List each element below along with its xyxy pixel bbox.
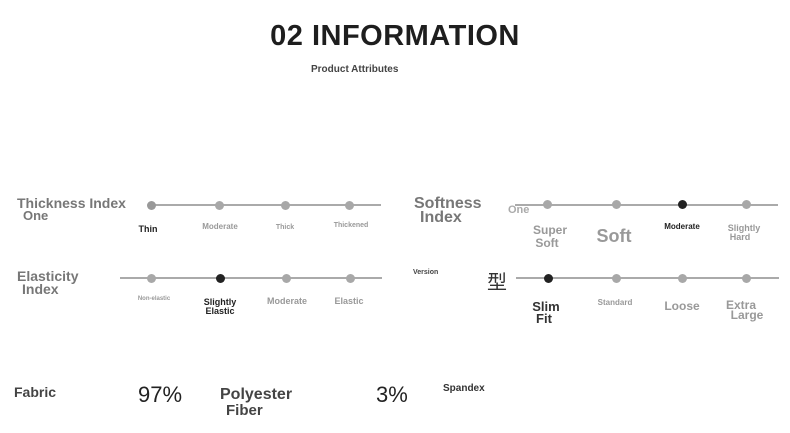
softness-option-super-soft: Soft xyxy=(535,236,559,250)
thickness-option-thick: Thick xyxy=(275,224,295,231)
softness-option-soft: Soft xyxy=(596,226,632,246)
thickness-option-moderate: Moderate xyxy=(202,222,238,231)
softness-option-slightly: Slightly xyxy=(727,223,761,233)
version-glyph: 型 xyxy=(487,270,507,294)
page-title: 02 INFORMATION xyxy=(270,20,520,52)
version-option-extra: Extra xyxy=(725,298,757,312)
version-option-loose: Loose xyxy=(664,299,700,313)
version-dot-loose[interactable] xyxy=(678,274,687,283)
thickness-dot-thick[interactable] xyxy=(281,201,290,210)
elasticity-option-elastic: Elastic xyxy=(334,296,364,306)
version-dot-standard[interactable] xyxy=(612,274,621,283)
fabric-name-polyester: Polyester xyxy=(220,386,293,403)
elasticity-option-non-elastic: Non-elastic xyxy=(137,296,171,302)
version-scale-line xyxy=(516,277,779,279)
softness-dot-slightly-hard[interactable] xyxy=(742,200,751,209)
elasticity-scale-line xyxy=(120,277,382,279)
fabric-name-spandex: Spandex xyxy=(443,383,485,394)
version-option-standard: Standard xyxy=(597,298,633,307)
thickness-dot-thin[interactable] xyxy=(147,201,156,210)
softness-label-sub: Index xyxy=(420,209,462,226)
softness-dot-soft[interactable] xyxy=(612,200,621,209)
thickness-scale-line xyxy=(150,204,381,206)
softness-scale-line xyxy=(515,204,778,206)
elasticity-dot-moderate[interactable] xyxy=(282,274,291,283)
softness-dot-moderate[interactable] xyxy=(678,200,687,209)
fabric-percent-polyester: 97% xyxy=(138,382,183,407)
softness-label: Softness xyxy=(414,195,482,212)
version-dot-slim-fit[interactable] xyxy=(544,274,553,283)
elasticity-dot-elastic[interactable] xyxy=(346,274,355,283)
softness-option-super: Super xyxy=(532,223,567,237)
elasticity-option-moderate: Moderate xyxy=(266,296,307,306)
version-dot-extra-large[interactable] xyxy=(742,274,751,283)
thickness-label-sub: One xyxy=(23,208,49,223)
elasticity-dot-slightly-elastic[interactable] xyxy=(216,274,225,283)
thickness-dot-thickened[interactable] xyxy=(345,201,354,210)
version-option-large: Large xyxy=(730,308,764,322)
elasticity-dot-non-elastic[interactable] xyxy=(147,274,156,283)
softness-dot-super-soft[interactable] xyxy=(543,200,552,209)
thickness-option-thin: Thin xyxy=(138,224,158,234)
elasticity-option-slightly: Slightly xyxy=(203,297,237,307)
softness-option-hard: Hard xyxy=(729,232,751,242)
elasticity-option-elastic-word: Elastic xyxy=(205,306,235,316)
page-subtitle: Product Attributes xyxy=(311,64,399,75)
fabric-label: Fabric xyxy=(14,384,57,400)
elasticity-label-sub: Index xyxy=(22,281,59,297)
thickness-option-thickened: Thickened xyxy=(333,222,369,229)
version-option-fit: Fit xyxy=(536,311,552,326)
softness-option-moderate: Moderate xyxy=(664,222,700,231)
fabric-percent-spandex: 3% xyxy=(376,382,408,407)
fabric-name-fiber: Fiber xyxy=(226,402,263,419)
elasticity-label: Elasticity xyxy=(17,268,79,284)
softness-label-extra: One xyxy=(508,204,530,216)
thickness-label: Thickness Index xyxy=(17,195,126,211)
version-label: Version xyxy=(413,269,439,276)
thickness-dot-moderate[interactable] xyxy=(215,201,224,210)
version-option-slim: Slim xyxy=(532,299,560,314)
